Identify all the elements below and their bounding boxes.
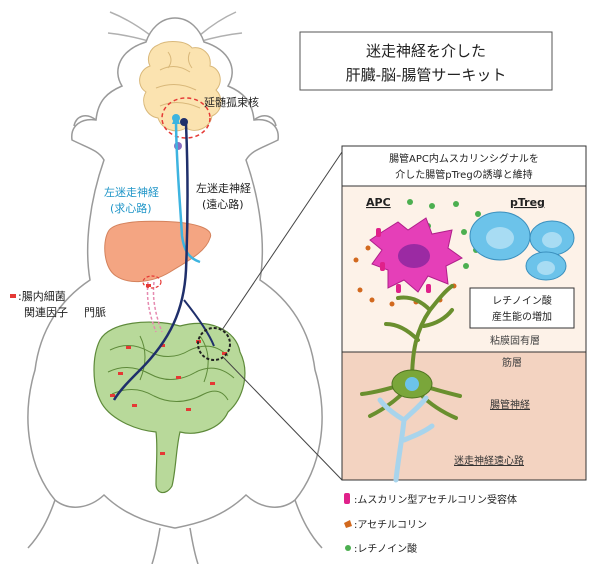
bacteria-mark <box>222 352 227 355</box>
bacteria-mark <box>176 376 181 379</box>
portal-vein <box>146 281 163 333</box>
bacteria-mark <box>132 404 137 407</box>
retinoic-acid-dot <box>461 229 467 235</box>
muscle-layer-region <box>341 351 587 481</box>
bacteria-mark <box>160 344 165 347</box>
ptreg-nucleus <box>486 227 514 249</box>
bacteria-mark <box>146 284 151 287</box>
bacteria-legend-icon <box>10 294 16 298</box>
acetylcholine-dot <box>389 301 395 307</box>
muscarinic-receptor <box>380 262 385 271</box>
bacteria-mark <box>160 452 165 455</box>
retinoic-acid-dot <box>453 201 459 207</box>
inset-header-line1: 腸管APC内ムスカリンシグナルを <box>389 152 539 165</box>
acetylcholine-dot <box>365 245 371 251</box>
muscarinic-receptors <box>376 228 431 293</box>
retinoic-box-line1: レチノイン酸 <box>492 294 552 307</box>
liver <box>104 220 212 282</box>
muscarinic-receptor <box>426 284 431 293</box>
retinoic-acid-icon <box>345 545 351 551</box>
acetylcholine-dot <box>353 257 359 263</box>
title-line1: 迷走神経を介した <box>366 42 486 60</box>
dmv-node <box>174 142 182 150</box>
apc-nucleus <box>398 244 430 268</box>
retinoic-acid-dot <box>429 203 435 209</box>
ptreg-nucleus <box>542 232 562 248</box>
bacteria-mark <box>186 408 191 411</box>
vagal-efferent-label: 迷走神経遠心路 <box>454 454 524 467</box>
retinoic-acid-box <box>469 287 575 329</box>
legend-label-muscarinic: :ムスカリン型アセチルコリン受容体 <box>354 493 517 506</box>
bacteria-mark <box>118 372 123 375</box>
nts-highlight-circle <box>161 97 211 139</box>
acetylcholine-dot <box>357 287 363 293</box>
efferent-label-2: (遠心路) <box>202 198 244 211</box>
zoom-line <box>221 151 343 331</box>
inset-header-line2: 介した腸管pTregの誘導と維持 <box>395 168 532 181</box>
afferent-label-1: 左迷走神経 <box>104 185 159 199</box>
muscle-layer-label: 筋層 <box>502 356 522 369</box>
ptreg-label: pTreg <box>510 196 545 209</box>
vagal-efferent-fiber <box>377 395 435 483</box>
enteric-nerve-label: 腸管神経 <box>490 398 530 411</box>
acetylcholine-dot <box>369 297 375 303</box>
zoom-line <box>223 357 343 481</box>
inset-header-bg <box>341 145 587 187</box>
apc-label: APC <box>366 196 391 209</box>
portal-vein-label: 門脈 <box>84 305 106 319</box>
ptreg-nucleus <box>537 261 555 275</box>
enteric-neuron-nucleus <box>405 377 419 391</box>
bacteria-mark <box>126 346 131 349</box>
muscarinic-receptor-icon <box>344 493 350 504</box>
retinoic-acid-dot <box>407 199 413 205</box>
retinoic-box-line2: 産生能の増加 <box>492 310 552 323</box>
muscarinic-receptor <box>376 228 381 237</box>
retinoic-acid-dot <box>463 263 469 269</box>
afferent-arrowhead <box>172 114 180 124</box>
bacteria-mark <box>110 394 115 397</box>
brain <box>139 41 222 132</box>
bacteria-legend-line2: 関連因子 <box>24 305 68 319</box>
nts-label: 延髄孤束核 <box>204 95 259 109</box>
efferent-branch <box>183 299 215 347</box>
efferent-label-1: 左迷走神経 <box>196 181 251 195</box>
afferent-vagus-nerve <box>174 117 201 264</box>
legend: :ムスカリン型アセチルコリン受容体 :アセチルコリン :レチノイン酸 <box>344 493 517 555</box>
title-box <box>299 31 553 91</box>
title-line2: 肝臓-脳-腸管サーキット <box>346 66 507 84</box>
legend-label-acetylcholine: :アセチルコリン <box>354 519 427 531</box>
intestine <box>93 321 246 494</box>
retinoic-acid-dot <box>475 211 481 217</box>
afferent-label-2: (求心路) <box>110 202 152 215</box>
bacteria-legend-line1: :腸内細菌 <box>18 289 66 303</box>
inset-panel: 腸管APC内ムスカリンシグナルを 介した腸管pTregの誘導と維持 APC pT… <box>341 145 587 483</box>
ptreg-cells <box>469 211 575 281</box>
lamina-propria-label: 粘膜固有層 <box>490 334 540 347</box>
acetylcholine-icon <box>344 520 352 528</box>
legend-label-retinoic: :レチノイン酸 <box>354 542 417 555</box>
portal-highlight-circle <box>142 275 162 289</box>
zoom-source-circle <box>197 327 231 361</box>
efferent-vagus-nerve <box>112 123 189 401</box>
bacteria-mark <box>210 382 215 385</box>
muscarinic-receptor <box>396 284 401 293</box>
